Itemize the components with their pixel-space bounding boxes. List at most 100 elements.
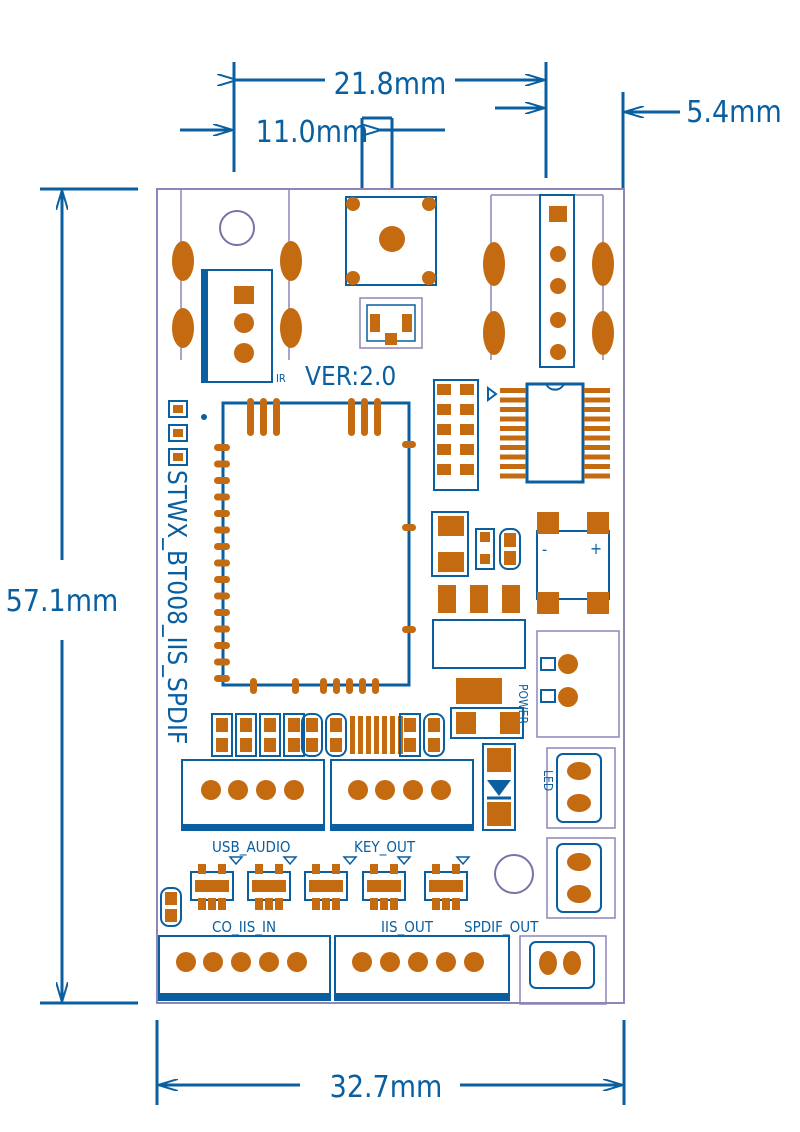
transistor-pin xyxy=(390,898,398,910)
right-middle-components: + - POWER LED xyxy=(431,379,620,919)
connector-pin xyxy=(380,952,400,972)
connector-pin xyxy=(431,780,451,800)
transistor-pin xyxy=(198,898,206,910)
chip-pin xyxy=(584,426,610,431)
usb-audio-label: USB_AUDIO xyxy=(212,838,291,857)
transistor-pin xyxy=(332,898,340,910)
top-pin-header xyxy=(539,194,575,368)
module-pad xyxy=(214,642,230,649)
chip-pin xyxy=(584,388,610,393)
chip-pin xyxy=(584,435,610,441)
array-pad xyxy=(350,716,355,754)
chip-pin xyxy=(500,426,526,431)
bt-module: STWX_BT008_IIS_SPDIF xyxy=(161,398,416,744)
left-small-pads xyxy=(168,400,188,466)
top-components: IR VER:2.0 xyxy=(172,189,614,392)
transistor-body-pad xyxy=(252,880,286,892)
transistor-pin xyxy=(265,898,273,910)
chip-pin xyxy=(584,416,610,422)
module-pad xyxy=(214,625,230,633)
connector-pin xyxy=(259,952,279,972)
chip-pin xyxy=(500,435,526,441)
dim-57-1: 57.1mm xyxy=(6,584,119,619)
module-pad xyxy=(214,559,230,567)
module-pad xyxy=(214,543,230,550)
chip-pin xyxy=(500,416,526,422)
transistor-pin xyxy=(432,898,440,910)
capacitor-pad xyxy=(330,718,342,732)
chip-pin xyxy=(584,397,610,403)
left-bottom-cap xyxy=(160,887,182,927)
module-pad xyxy=(214,675,230,682)
transistor-body-pad xyxy=(429,880,463,892)
board-name-label: STWX_BT008_IIS_SPDIF xyxy=(161,470,191,744)
module-pad xyxy=(214,510,230,517)
iis-out-label: IIS_OUT xyxy=(381,918,434,937)
resistor-pad xyxy=(288,718,300,732)
connector-pin xyxy=(375,780,395,800)
transistor-pin xyxy=(255,864,263,874)
passive-pad xyxy=(404,718,416,732)
transistor-pin xyxy=(390,864,398,874)
transistor-pin xyxy=(275,864,283,874)
dim-21-8: 21.8mm xyxy=(334,67,447,102)
chip-pin xyxy=(500,473,526,479)
dim-11-0: 11.0mm xyxy=(256,115,369,150)
array-pad xyxy=(390,716,395,754)
passive-pad xyxy=(428,718,440,732)
connector-pin xyxy=(176,952,196,972)
array-pad xyxy=(358,716,363,754)
transistor-pin xyxy=(442,898,450,910)
transistor-pin xyxy=(198,864,206,874)
transistor-pin xyxy=(370,864,378,874)
chip-pin xyxy=(500,454,526,460)
resistor-pad xyxy=(240,738,252,752)
transistor-pin xyxy=(312,898,320,910)
spdif-out-connector xyxy=(519,935,607,1005)
push-button xyxy=(345,196,437,286)
middle-connectors: USB_AUDIO KEY_OUT xyxy=(181,759,474,866)
transistor-pin xyxy=(255,898,263,910)
small-passives-row xyxy=(211,713,445,757)
module-pad xyxy=(214,526,230,534)
resistor-outline xyxy=(211,713,233,757)
passive-pad xyxy=(404,738,416,752)
connector-pin xyxy=(256,780,276,800)
module-pad xyxy=(214,477,230,484)
connector-pin xyxy=(203,952,223,972)
transistor-pin xyxy=(452,864,460,874)
transistor-pin xyxy=(370,898,378,910)
array-pad xyxy=(374,716,379,754)
transistor-pin xyxy=(218,898,226,910)
version-label: VER:2.0 xyxy=(305,362,396,392)
chip-pin xyxy=(584,407,610,412)
capacitor-outline xyxy=(325,713,347,757)
module-pad xyxy=(214,493,230,501)
transistor-row xyxy=(190,864,468,910)
transistor-pin xyxy=(380,898,388,910)
transistor-body-pad xyxy=(367,880,401,892)
module-pad xyxy=(214,609,230,616)
resistor-pad xyxy=(216,718,228,732)
bridge-minus: - xyxy=(542,540,547,559)
ir-label: IR xyxy=(276,372,286,385)
transistor-pin xyxy=(218,864,226,874)
dim-32-7: 32.7mm xyxy=(330,1070,443,1105)
resistor-outline xyxy=(259,713,281,757)
chip-pin xyxy=(500,407,526,412)
transistor-pin xyxy=(322,898,330,910)
transistor-pin xyxy=(275,898,283,910)
dimension-lines xyxy=(40,62,680,1105)
resistor-pad xyxy=(264,738,276,752)
spdif-out-label: SPDIF_OUT xyxy=(464,918,539,937)
chip-pin xyxy=(584,454,610,460)
module-pad xyxy=(214,444,230,451)
key-out-label: KEY_OUT xyxy=(354,838,416,857)
transistor-body-pad xyxy=(309,880,343,892)
connector-pin xyxy=(201,780,221,800)
array-pad xyxy=(382,716,387,754)
resistor-pad xyxy=(264,718,276,732)
capacitor-pad xyxy=(306,738,318,752)
module-pad xyxy=(214,592,230,600)
